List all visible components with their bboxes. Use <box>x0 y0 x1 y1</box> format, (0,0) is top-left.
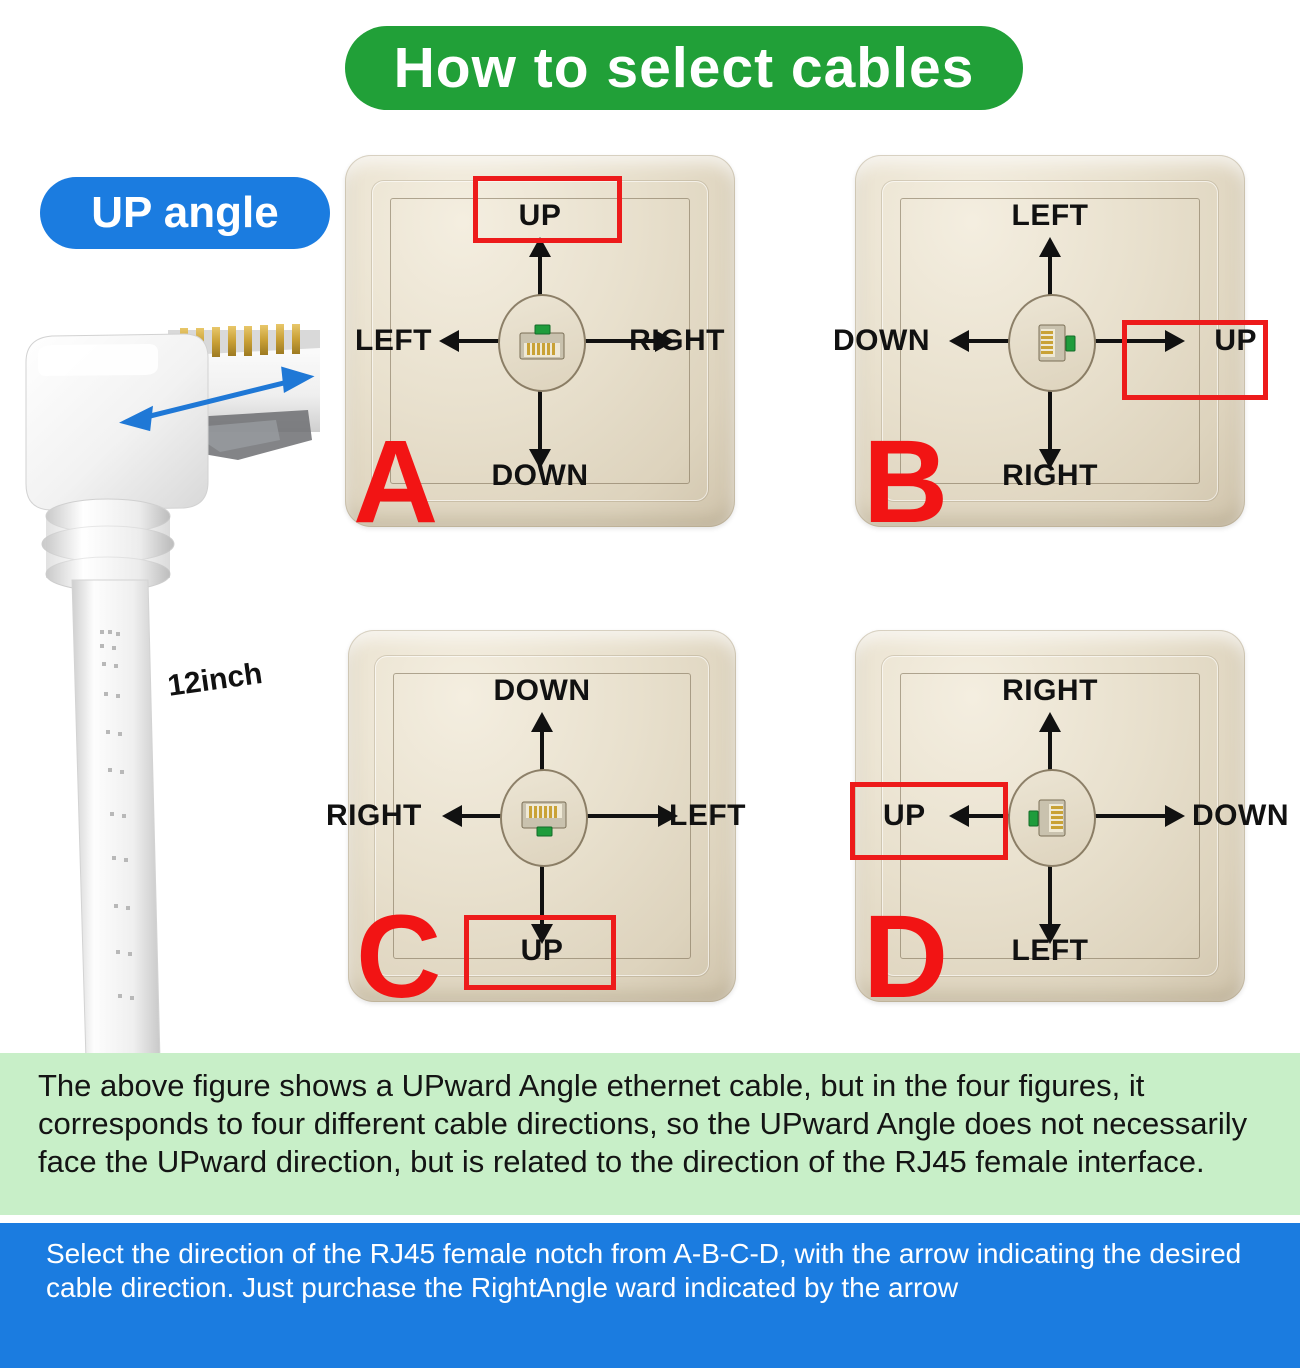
arrow-head-left-a <box>439 330 459 352</box>
plate-letter-d: D <box>863 891 949 1023</box>
arrow-shaft-right-c <box>584 814 660 818</box>
direction-label-left-b: DOWN <box>833 324 930 357</box>
rj45-female-jack-c <box>521 801 567 837</box>
plate-inner-line-a <box>389 197 691 485</box>
direction-label-bottom-d: LEFT <box>1011 934 1089 967</box>
direction-label-right-c: LEFT <box>669 799 746 832</box>
arrow-head-right-c <box>658 805 678 827</box>
plate-inner-line-b <box>899 197 1201 485</box>
arrow-shaft-left-b <box>967 339 1047 343</box>
page-title-pill: How to select cables <box>345 26 1023 110</box>
arrow-head-up-d <box>1039 712 1061 732</box>
plate-letter-a: A <box>353 416 439 548</box>
arrow-shaft-right-a <box>581 339 657 343</box>
arrow-shaft-left-a <box>457 339 537 343</box>
jack-ring-b <box>1008 294 1096 392</box>
arrow-head-down-b <box>1039 449 1061 469</box>
direction-label-bottom-c: UP <box>520 934 564 967</box>
rj45-female-jack-d <box>1028 799 1066 837</box>
direction-label-bottom-b: RIGHT <box>1002 459 1098 492</box>
arrow-head-down-c <box>531 924 553 944</box>
note-blue-block: Select the direction of the RJ45 female … <box>0 1223 1300 1368</box>
arrow-head-down-a <box>529 449 551 469</box>
arrow-head-down-d <box>1039 924 1061 944</box>
rj45-up-angle-connector-icon <box>25 324 320 1060</box>
jack-ring-d <box>1008 769 1096 867</box>
direction-label-right-d: DOWN <box>1192 799 1289 832</box>
arrow-shaft-down-c <box>540 852 544 926</box>
arrow-head-right-a <box>655 330 675 352</box>
direction-label-right-b: UP <box>1214 324 1257 357</box>
wall-plate-a[interactable]: UP LEFT RIGHT DOWN A <box>345 155 735 541</box>
note-green-text: The above figure shows a UPward Angle et… <box>38 1068 1248 1179</box>
cable-illustration: 12inch <box>8 300 338 1060</box>
plate-inner-line-d <box>899 672 1201 960</box>
highlight-box-a <box>473 176 622 243</box>
direction-label-left-d: UP <box>883 799 926 832</box>
arrow-shaft-down-d <box>1048 852 1052 926</box>
direction-label-left-a: LEFT <box>355 324 432 357</box>
direction-label-top-d: RIGHT <box>1002 674 1098 707</box>
arrow-head-left-d <box>949 805 969 827</box>
wall-plate-b[interactable]: LEFT DOWN UP RIGHT B <box>833 155 1257 541</box>
arrow-shaft-right-d <box>1091 814 1167 818</box>
direction-label-top-c: DOWN <box>493 674 591 707</box>
direction-label-right-a: RIGHT <box>629 324 725 357</box>
direction-label-top-b: LEFT <box>1011 199 1089 232</box>
highlight-box-c <box>464 915 616 990</box>
arrow-shaft-down-b <box>1048 377 1052 451</box>
direction-label-bottom-a: DOWN <box>491 459 589 492</box>
arrow-head-right-b <box>1165 330 1185 352</box>
up-angle-badge-label: UP angle <box>91 188 279 237</box>
highlight-box-b <box>1122 320 1268 400</box>
arrow-shaft-down-a <box>538 377 542 451</box>
highlight-box-d <box>850 782 1008 860</box>
arrow-shaft-right-b <box>1091 339 1167 343</box>
jack-ring-c <box>500 769 588 867</box>
wall-plate-d[interactable]: RIGHT UP DOWN LEFT D <box>855 630 1289 1016</box>
arrow-head-left-b <box>949 330 969 352</box>
page-title: How to select cables <box>393 36 975 100</box>
plate-letter-b: B <box>863 416 949 548</box>
direction-label-left-c: RIGHT <box>326 799 422 832</box>
note-blue-text: Select the direction of the RJ45 female … <box>46 1238 1242 1304</box>
arrow-head-right-d <box>1165 805 1185 827</box>
plate-letter-c: C <box>356 891 442 1023</box>
up-angle-badge: UP angle <box>40 177 330 249</box>
direction-label-top-a: UP <box>518 199 562 232</box>
plate-inner-line-c <box>392 672 692 960</box>
wall-plate-c[interactable]: DOWN RIGHT LEFT UP C <box>326 630 746 1016</box>
rj45-female-jack-b <box>1038 324 1076 362</box>
arrow-head-up-b <box>1039 237 1061 257</box>
arrow-head-left-c <box>442 805 462 827</box>
rj45-female-jack-a <box>519 324 565 360</box>
jack-ring-a <box>498 294 586 392</box>
note-green-block: The above figure shows a UPward Angle et… <box>0 1053 1300 1215</box>
arrow-head-up-c <box>531 712 553 732</box>
